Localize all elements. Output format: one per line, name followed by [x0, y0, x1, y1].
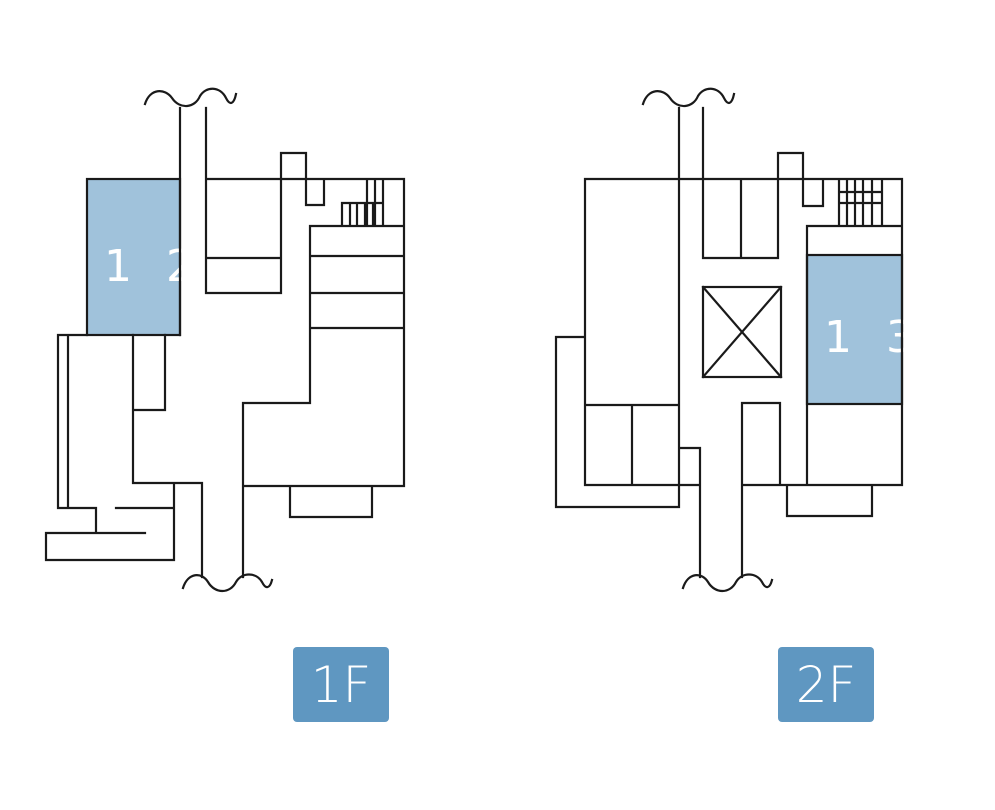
room-12-highlight[interactable] — [85, 177, 182, 337]
floor-badge-label: 1F — [310, 655, 372, 714]
room-13-highlight[interactable] — [805, 253, 904, 406]
break-line-bottom-icon — [181, 573, 274, 593]
elevator-icon — [701, 285, 783, 379]
break-line-top-icon — [143, 87, 238, 108]
floor-badge-label: 2F — [795, 655, 857, 714]
break-line-bottom-icon — [681, 573, 774, 593]
floor-badge-1f: 1F — [293, 647, 389, 722]
floor-badge-2f: 2F — [778, 647, 874, 722]
break-line-top-icon — [641, 87, 736, 108]
floor-plan-1f: 1 2 — [44, 87, 406, 593]
walls-2f — [554, 106, 904, 579]
walls-1f — [44, 106, 406, 579]
room-12-label: 1 2 — [104, 241, 204, 292]
floor-plan-2f: 1 3 — [554, 87, 924, 593]
room-13-label: 1 3 — [824, 312, 924, 363]
